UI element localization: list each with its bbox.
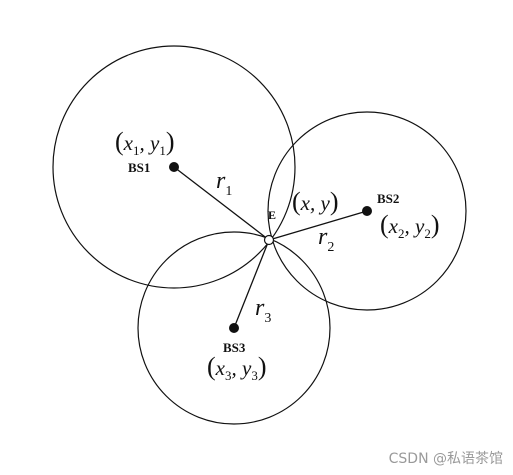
- coord-bs2-close: ): [431, 210, 440, 239]
- radius-label-r3: r3: [255, 295, 271, 326]
- radius-line-r3: [233, 239, 270, 329]
- coord-target-x: x: [300, 191, 311, 215]
- coord-bs3-xsub: 3: [225, 368, 232, 383]
- coord-bs2-y: y: [413, 214, 425, 238]
- coord-bs2-open: (: [380, 210, 389, 239]
- bs2-dot: [362, 206, 372, 216]
- coord-bs2-xsub: 2: [398, 226, 405, 241]
- coord-bs3: (x3, y3): [207, 352, 267, 383]
- bs1-label: BS1: [128, 160, 150, 175]
- coord-target-comma: ,: [310, 191, 321, 215]
- coord-bs1-comma: ,: [140, 131, 151, 155]
- radius-label-r1: r1: [216, 168, 232, 199]
- bs1-dot: [169, 162, 179, 172]
- coord-target-close: ): [330, 187, 339, 216]
- coord-bs1-x: x: [123, 131, 134, 155]
- bs2-label: BS2: [377, 191, 399, 206]
- coord-bs1: (x1, y1): [115, 127, 175, 158]
- r2-subscript: 2: [327, 240, 334, 255]
- coord-bs3-open: (: [207, 352, 216, 381]
- coord-bs1-xsub: 1: [133, 143, 140, 158]
- coord-bs2-comma: ,: [405, 214, 416, 238]
- coord-bs3-y: y: [240, 356, 252, 380]
- coord-bs1-close: ): [166, 127, 175, 156]
- r1-symbol: r: [216, 168, 226, 194]
- coord-target-open: (: [292, 187, 301, 216]
- coord-bs1-ysub: 1: [159, 143, 166, 158]
- coord-target-y: y: [319, 191, 331, 215]
- range-circle-bs2: [267, 111, 467, 311]
- coord-bs3-close: ): [258, 352, 267, 381]
- bs3-label: BS3: [223, 340, 246, 355]
- radius-line-r2: [268, 210, 368, 241]
- coord-target: (x, y): [292, 187, 339, 216]
- r2-symbol: r: [318, 224, 328, 250]
- coord-bs3-x: x: [215, 356, 226, 380]
- coord-bs2: (x2, y2): [380, 210, 440, 241]
- bs3-dot: [229, 323, 239, 333]
- coord-bs1-open: (: [115, 127, 124, 156]
- coord-bs2-ysub: 2: [424, 226, 431, 241]
- r3-subscript: 3: [264, 311, 271, 326]
- r3-symbol: r: [255, 295, 265, 321]
- range-circle-bs1: [52, 45, 296, 289]
- watermark: CSDN @私语茶馆: [389, 451, 503, 467]
- coord-bs3-ysub: 3: [251, 368, 258, 383]
- target-point-e: [263, 234, 275, 246]
- range-circle-bs3: [137, 231, 331, 425]
- radius-line-r1: [173, 166, 270, 241]
- coord-bs3-comma: ,: [232, 356, 243, 380]
- r1-subscript: 1: [225, 184, 232, 199]
- coord-bs1-y: y: [148, 131, 160, 155]
- coord-bs2-x: x: [388, 214, 399, 238]
- target-label: E: [268, 208, 276, 222]
- radius-label-r2: r2: [318, 224, 334, 255]
